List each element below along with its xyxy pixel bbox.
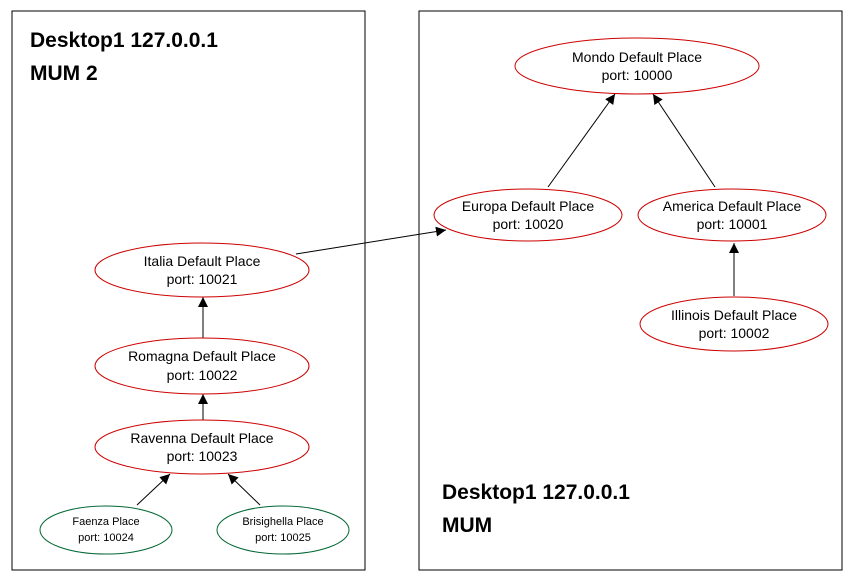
node-america[interactable]: America Default Place port: 10001: [637, 188, 827, 242]
node-romagna-name: Romagna Default Place: [128, 348, 276, 364]
node-brisighella[interactable]: Brisighella Place port: 10025: [216, 505, 350, 555]
node-italia-shape: [94, 242, 310, 298]
node-faenza[interactable]: Faenza Place port: 10024: [39, 505, 173, 555]
node-illinois[interactable]: Illinois Default Place port: 10002: [639, 296, 829, 352]
right-box-title: Desktop1 127.0.0.1: [442, 481, 630, 504]
node-europa-name: Europa Default Place: [462, 198, 595, 214]
node-romagna[interactable]: Romagna Default Place port: 10022: [94, 337, 310, 395]
edge-brisighella-to-ravenna: [227, 473, 261, 506]
edge-america-to-mondo: [652, 93, 716, 188]
node-mondo-name: Mondo Default Place: [572, 49, 702, 65]
node-europa[interactable]: Europa Default Place port: 10020: [433, 188, 623, 242]
node-america-shape: [637, 188, 827, 242]
node-romagna-shape: [94, 337, 310, 395]
node-europa-port: port: 10020: [493, 216, 564, 232]
right-box-frame: [418, 10, 843, 571]
node-brisighella-port: port: 10025: [255, 532, 311, 544]
node-ravenna-name: Ravenna Default Place: [130, 430, 273, 446]
node-illinois-port: port: 10002: [699, 325, 770, 341]
edges: [136, 93, 739, 506]
node-ravenna-port: port: 10023: [167, 448, 238, 464]
node-mondo[interactable]: Mondo Default Place port: 10000: [514, 37, 760, 95]
node-italia[interactable]: Italia Default Place port: 10021: [94, 242, 310, 298]
node-faenza-shape: [39, 505, 173, 555]
node-america-port: port: 10001: [697, 216, 768, 232]
node-brisighella-shape: [216, 505, 350, 555]
node-mondo-shape: [514, 37, 760, 95]
left-box-subtitle: MUM 2: [30, 62, 98, 85]
node-europa-shape: [433, 188, 623, 242]
left-box-frame: [11, 10, 366, 571]
right-box-subtitle: MUM: [442, 514, 492, 537]
node-brisighella-name: Brisighella Place: [242, 516, 323, 528]
node-mondo-port: port: 10000: [602, 67, 673, 83]
node-faenza-port: port: 10024: [78, 532, 134, 544]
node-faenza-name: Faenza Place: [72, 516, 139, 528]
left-desktop-box: Desktop1 127.0.0.1 MUM 2: [11, 10, 366, 571]
node-illinois-shape: [639, 296, 829, 352]
node-romagna-port: port: 10022: [167, 367, 238, 383]
edge-europa-to-mondo: [547, 93, 616, 188]
node-america-name: America Default Place: [663, 198, 802, 214]
node-italia-port: port: 10021: [167, 271, 238, 287]
edge-italia-to-europa: [295, 226, 447, 255]
left-box-title: Desktop1 127.0.0.1: [30, 29, 218, 52]
node-italia-name: Italia Default Place: [144, 253, 261, 269]
node-ravenna-shape: [94, 419, 310, 475]
edge-faenza-to-ravenna: [136, 473, 171, 506]
right-desktop-box: Desktop1 127.0.0.1 MUM: [418, 10, 843, 571]
node-illinois-name: Illinois Default Place: [671, 307, 797, 323]
node-ravenna[interactable]: Ravenna Default Place port: 10023: [94, 419, 310, 475]
